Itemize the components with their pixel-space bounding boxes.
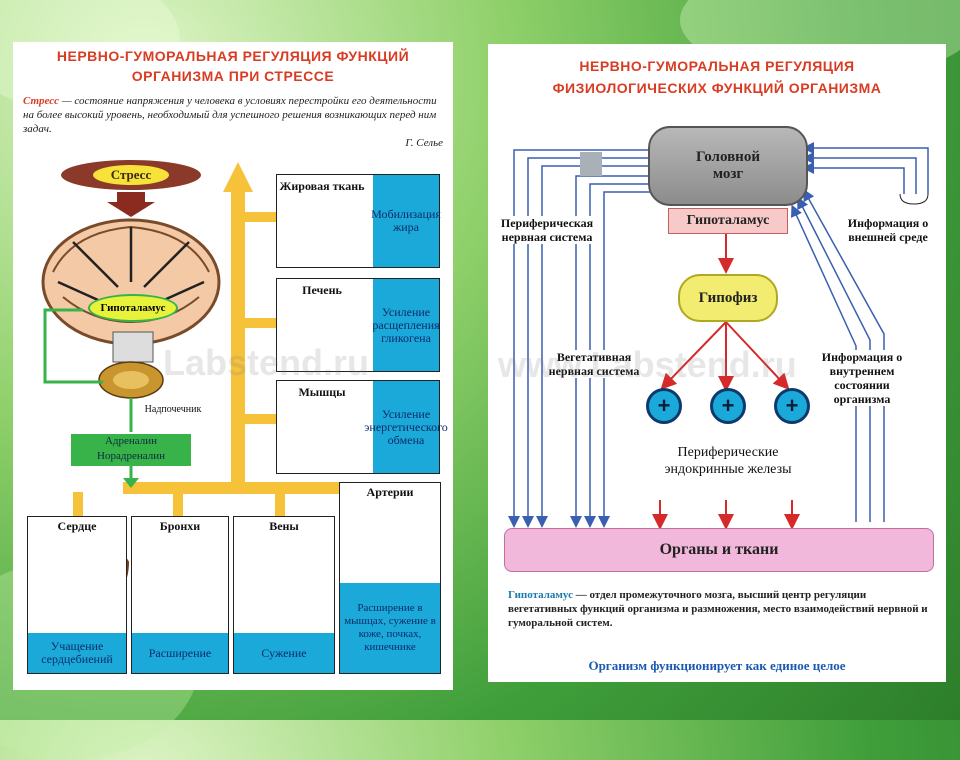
- vegetative-ns-label: Вегетативная нервная система: [544, 350, 644, 378]
- organ-effect: Расширение в мышцах, сужение в коже, поч…: [340, 583, 440, 673]
- stress-label: Стресс: [92, 165, 170, 185]
- hormones-box: Адреналин Норадреналин: [71, 434, 191, 466]
- footnote-term: Гипоталамус: [508, 589, 573, 601]
- regulation-diagram-graphics: [508, 142, 929, 530]
- hormone-pathway: [73, 162, 357, 518]
- sensory-info-lines: [791, 142, 929, 522]
- hypothalamus-footnote: Гипоталамус — отдел промежуточного мозга…: [508, 588, 932, 630]
- target-liver: Печень Усиление расщепления гликогена: [276, 278, 440, 372]
- stress-definition: Стресс — состояние напряжения у человека…: [23, 94, 443, 150]
- target-name: Печень: [302, 283, 342, 297]
- right-title-line2: ФИЗИОЛОГИЧЕСКИХ ФУНКЦИЙ ОРГАНИЗМА: [552, 80, 882, 96]
- organ-effect: Учащение сердцебиений: [28, 633, 126, 673]
- brain-label-line1: Головной: [696, 149, 760, 165]
- hypothalamus-box: Гипоталамус: [668, 208, 788, 234]
- target-name: Мышцы: [298, 385, 346, 399]
- organ-name: Сердце: [57, 519, 97, 533]
- brain-node: Головной мозг: [648, 126, 808, 206]
- target-effect: Усиление энергетического обмена: [364, 381, 448, 473]
- organ-effect: Расширение: [132, 633, 228, 673]
- hormonal-arrows: [652, 232, 800, 530]
- definition-author: Г. Селье: [405, 137, 443, 149]
- conclusion-text: Организм функционирует как единое целое: [588, 658, 846, 673]
- peripheral-nerve-lines: [508, 149, 650, 528]
- organ-name: Артерии: [366, 485, 414, 499]
- target-effect: Усиление расщепления гликогена: [372, 279, 440, 371]
- organ-arteries: Артерии Расширение в мышцах, сужение в к…: [339, 482, 441, 674]
- organ-name: Бронхи: [159, 519, 201, 533]
- hypothalamus-node: Гипоталамус: [88, 294, 178, 322]
- organ-bronchi: Бронхи Расширение: [131, 516, 229, 674]
- noradrenaline-label: Норадреналин: [97, 450, 165, 462]
- organ-name: Вены: [269, 519, 299, 533]
- organ-effect: Сужение: [234, 633, 334, 673]
- feedback-line: [43, 308, 103, 384]
- target-effect: Мобилизация жира: [371, 175, 441, 267]
- gland-plus-icon: +: [710, 388, 746, 424]
- left-title-line2: ОРГАНИЗМА ПРИ СТРЕССЕ: [131, 68, 335, 84]
- organ-heart: Сердце Учащение сердцебиений: [27, 516, 127, 674]
- pituitary-node: Гипофиз: [678, 274, 778, 322]
- brain-icon: [41, 218, 221, 363]
- ganglion-icon: [580, 152, 602, 176]
- adrenal-label: Надпочечник: [144, 404, 202, 415]
- info-internal-label: Информация о внутреннем состоянии органи…: [810, 350, 914, 406]
- info-external-label: Информация о внешней среде: [840, 216, 936, 244]
- peripheral-ns-label: Периферическая нервная система: [496, 216, 598, 244]
- brain-label-line2: мозг: [712, 166, 744, 182]
- adrenal-gland-icon: [98, 361, 164, 399]
- footnote-text: — отдел промежуточного мозга, высший цен…: [508, 589, 928, 629]
- left-title-line1: НЕРВНО-ГУМОРАЛЬНАЯ РЕГУЛЯЦИЯ ФУНКЦИЙ: [56, 48, 410, 64]
- brace-icon: [899, 193, 929, 205]
- gland-plus-icon: +: [774, 388, 810, 424]
- organ-veins: Вены Сужение: [233, 516, 335, 674]
- neurohumoral-regulation-poster: НЕРВНО-ГУМОРАЛЬНАЯ РЕГУЛЯЦИЯ ФИЗИОЛОГИЧЕ…: [488, 44, 946, 682]
- stress-node: Стресс: [61, 160, 201, 190]
- definition-term: Стресс: [23, 95, 60, 107]
- definition-text: — состояние напряжения у человека в усло…: [23, 95, 437, 135]
- right-title-line1: НЕРВНО-ГУМОРАЛЬНАЯ РЕГУЛЯЦИЯ: [579, 58, 855, 74]
- glands-label: Периферические эндокринные железы: [664, 445, 792, 477]
- target-muscles: Мышцы Усиление энергетического обмена: [276, 380, 448, 474]
- stress-regulation-poster: НЕРВНО-ГУМОРАЛЬНАЯ РЕГУЛЯЦИЯ ФУНКЦИЙ ОРГ…: [13, 42, 453, 690]
- adrenaline-label: Адреналин: [104, 435, 158, 447]
- target-name: Жировая ткань: [279, 179, 365, 193]
- target-fat: Жировая ткань Мобилизация жира: [276, 174, 441, 268]
- stress-arrow-icon: [107, 192, 155, 217]
- organs-tissues-box: Органы и ткани: [504, 528, 934, 572]
- gland-plus-icon: +: [646, 388, 682, 424]
